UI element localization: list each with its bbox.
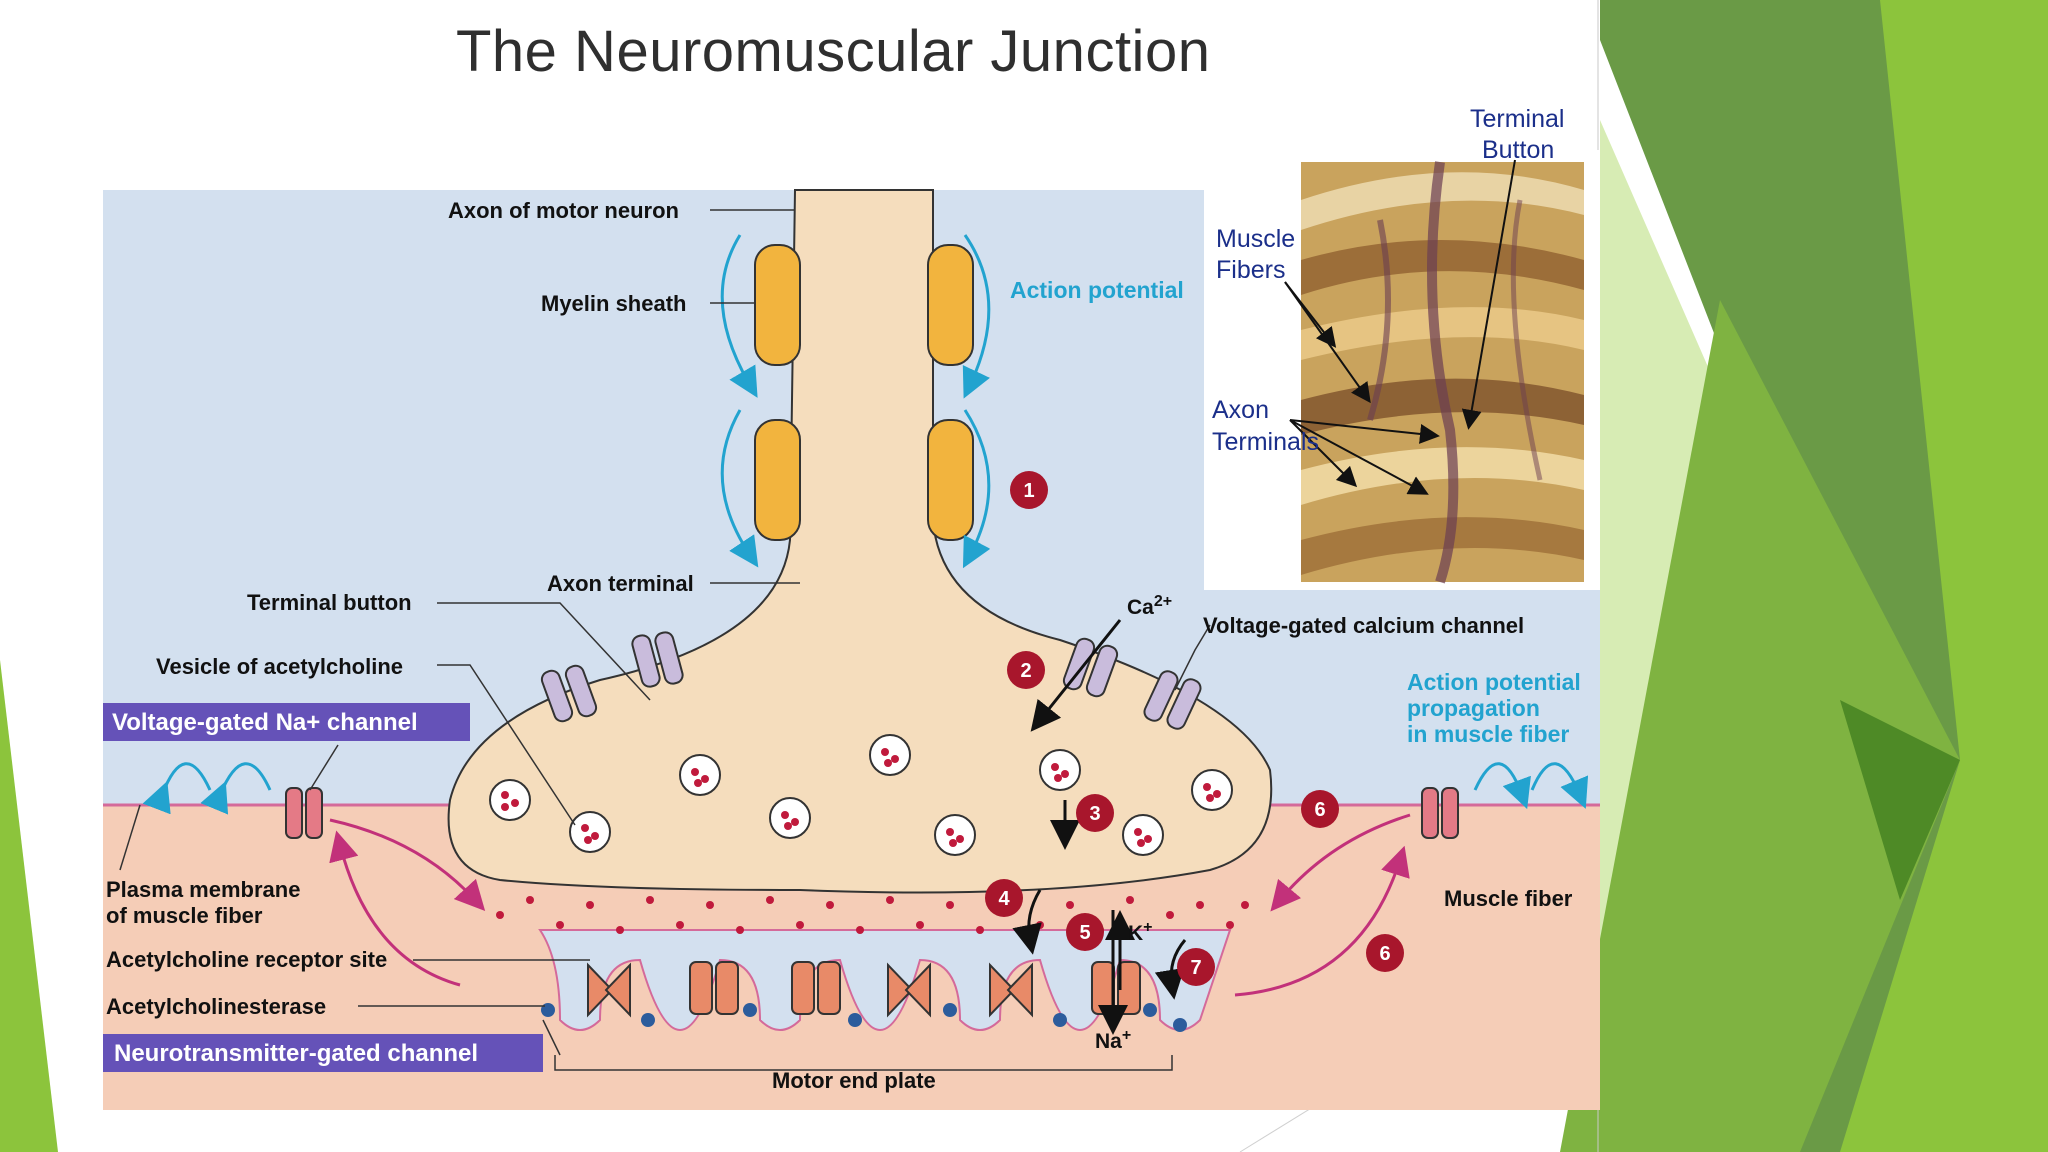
step-badge-6-upper: 6 bbox=[1301, 790, 1339, 828]
label-terminal-button: Terminal button bbox=[247, 590, 412, 615]
neurotransmitter-gated-channels bbox=[587, 961, 1141, 1018]
micrograph-photo bbox=[1301, 161, 1584, 584]
propagation-arrow-left-1 bbox=[142, 762, 212, 815]
photo-arrows bbox=[1284, 159, 1516, 495]
action-potential-arrow-4 bbox=[962, 409, 991, 569]
label-myelin-sheath: Myelin sheath bbox=[541, 291, 686, 316]
step-badge-1: 1 bbox=[1010, 471, 1048, 509]
ca-ion-base: Ca bbox=[1127, 596, 1154, 619]
motor-end-plate-folds bbox=[538, 929, 1232, 1032]
left-green-accent bbox=[0, 660, 58, 1152]
label-voltage-gated-na-channel: Voltage-gated Na+ channel bbox=[112, 709, 418, 736]
myelin-sheath-right-lower bbox=[927, 419, 974, 541]
label-action-potential-propagation-1: Action potential bbox=[1407, 669, 1581, 695]
label-plasma-membrane-2: of muscle fiber bbox=[106, 903, 263, 928]
myelin-sheath-left-lower bbox=[754, 419, 801, 541]
label-action-potential-propagation-3: in muscle fiber bbox=[1407, 721, 1569, 747]
myelin-sheath-left-upper bbox=[754, 244, 801, 366]
action-potential-arrow-3 bbox=[720, 409, 759, 568]
photo-label-axon-terminals-1: Axon bbox=[1212, 396, 1269, 424]
k-ion-charge: + bbox=[1143, 919, 1152, 936]
photo-label-terminal-button-1: Terminal bbox=[1470, 105, 1564, 133]
label-acetylcholinesterase: Acetylcholinesterase bbox=[106, 994, 326, 1019]
step-label-6a: 6 bbox=[1314, 799, 1325, 821]
step-badge-6-lower: 6 bbox=[1366, 934, 1404, 972]
step-label-6b: 6 bbox=[1379, 943, 1390, 965]
label-action-potential: Action potential bbox=[1010, 277, 1184, 303]
label-k-ion: K+ bbox=[1128, 919, 1153, 945]
acetylcholinesterase-dots bbox=[541, 1003, 1187, 1032]
step-badge-2: 2 bbox=[1007, 651, 1045, 689]
ca-ion-charge: 2+ bbox=[1154, 593, 1172, 610]
label-neurotransmitter-gated-channel: Neurotransmitter-gated channel bbox=[114, 1040, 478, 1067]
acetylcholine-molecules bbox=[496, 896, 1249, 934]
right-green-panel-mid bbox=[1560, 300, 1960, 1152]
propagation-arrow-right-1 bbox=[1473, 762, 1531, 810]
step-label-7: 7 bbox=[1190, 957, 1201, 979]
label-plasma-membrane-1: Plasma membrane bbox=[106, 877, 300, 902]
photo-label-terminal-button-2: Button bbox=[1482, 136, 1554, 164]
myelin-sheath-right-upper bbox=[927, 244, 974, 366]
step-label-2: 2 bbox=[1020, 660, 1031, 682]
propagation-arrow-right-2 bbox=[1530, 762, 1589, 809]
k-ion-base: K bbox=[1128, 922, 1143, 945]
step-badge-7: 7 bbox=[1177, 948, 1215, 986]
step-badge-3: 3 bbox=[1076, 794, 1114, 832]
label-muscle-fiber: Muscle fiber bbox=[1444, 886, 1573, 911]
photo-label-muscle-fibers-1: Muscle bbox=[1216, 225, 1295, 253]
na-ion-base: Na bbox=[1095, 1030, 1122, 1053]
photo-label-muscle-fibers-2: Fibers bbox=[1216, 256, 1285, 284]
step-label-4: 4 bbox=[998, 888, 1010, 910]
step-label-3: 3 bbox=[1089, 803, 1100, 825]
vesicle-contents bbox=[501, 748, 1221, 847]
action-potential-arrow-1 bbox=[720, 234, 758, 398]
acetylcholine-vesicles bbox=[489, 734, 1233, 856]
propagation-arrow-left-2 bbox=[200, 762, 272, 815]
action-potential-arrow-2 bbox=[962, 234, 991, 399]
label-box-voltage-gated-na bbox=[103, 703, 470, 741]
na-ion-charge: + bbox=[1122, 1027, 1131, 1044]
current-arrow-right-2 bbox=[1234, 845, 1410, 997]
ca-influx-arrow bbox=[1030, 619, 1122, 732]
calcium-channel bbox=[540, 631, 1202, 730]
step-label-5: 5 bbox=[1079, 922, 1090, 944]
label-axon-terminal: Axon terminal bbox=[547, 571, 694, 596]
current-arrow-right-1 bbox=[1270, 813, 1411, 912]
right-green-panel-light bbox=[1840, 0, 2048, 1152]
photo-label-axon-terminals-2: Terminals bbox=[1212, 428, 1319, 456]
label-vesicle-of-acetylcholine: Vesicle of acetylcholine bbox=[156, 654, 403, 679]
leader-lines bbox=[119, 209, 1211, 1071]
voltage-gated-na-channel-right bbox=[1421, 787, 1459, 839]
ach-breakdown-arrow bbox=[1154, 939, 1187, 1000]
label-box-neurotransmitter-gated bbox=[103, 1034, 543, 1072]
voltage-gated-na-channel-left bbox=[285, 787, 323, 839]
step-badge-4: 4 bbox=[985, 879, 1023, 917]
current-arrow-left-1 bbox=[329, 818, 486, 912]
slide-title: The Neuromuscular Junction bbox=[456, 19, 1211, 84]
ach-binding-arrow bbox=[1012, 889, 1042, 955]
step-label-1: 1 bbox=[1023, 480, 1034, 502]
current-arrow-left-2 bbox=[329, 830, 461, 987]
label-ca-ion: Ca2+ bbox=[1127, 593, 1172, 619]
label-na-ion: Na+ bbox=[1095, 1027, 1131, 1053]
label-action-potential-propagation-2: propagation bbox=[1407, 695, 1540, 721]
label-axon-of-motor-neuron: Axon of motor neuron bbox=[448, 198, 679, 223]
step-badge-5: 5 bbox=[1066, 913, 1104, 951]
right-green-panel-deep bbox=[1840, 700, 1960, 900]
label-motor-end-plate: Motor end plate bbox=[772, 1068, 936, 1093]
label-acetylcholine-receptor-site: Acetylcholine receptor site bbox=[106, 947, 387, 972]
label-voltage-gated-calcium-channel: Voltage-gated calcium channel bbox=[1203, 613, 1524, 638]
